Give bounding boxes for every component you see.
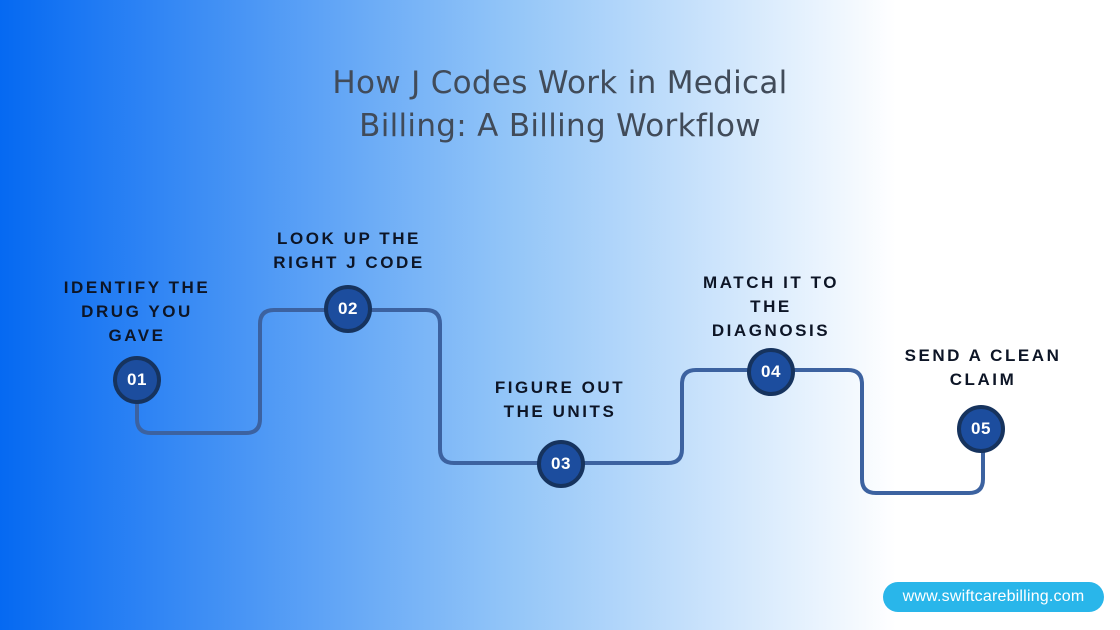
step-5-label-line: CLAIM bbox=[949, 370, 1017, 389]
step-2-label-line: RIGHT J CODE bbox=[273, 253, 425, 272]
website-url: www.swiftcarebilling.com bbox=[902, 588, 1085, 605]
step-1-label-line: DRUG YOU bbox=[81, 302, 193, 321]
step-4-label-line: DIAGNOSIS bbox=[711, 321, 831, 340]
step-3-label-line: FIGURE OUT bbox=[494, 378, 626, 397]
website-badge[interactable]: www.swiftcarebilling.com bbox=[883, 582, 1104, 612]
page-title: How J Codes Work in Medical Billing: A B… bbox=[0, 62, 1120, 148]
step-4-number-badge: 04 bbox=[747, 348, 795, 396]
step-1-number-badge: 01 bbox=[113, 356, 161, 404]
step-4-label-line: THE bbox=[750, 297, 792, 316]
step-4-label-line: MATCH IT TO bbox=[702, 273, 840, 292]
step-2-label: LOOK UP THE RIGHT J CODE bbox=[273, 227, 425, 275]
step-1-label: IDENTIFY THE DRUG YOU GAVE bbox=[64, 276, 210, 348]
step-4-label: MATCH IT TO THE DIAGNOSIS bbox=[703, 271, 839, 343]
step-5-label: SEND A CLEAN CLAIM bbox=[905, 344, 1062, 392]
step-1-number: 01 bbox=[127, 370, 147, 389]
step-1-label-line: IDENTIFY THE bbox=[63, 278, 211, 297]
step-5-label-line: SEND A CLEAN bbox=[904, 346, 1062, 365]
page-title-line-1: How J Codes Work in Medical bbox=[332, 65, 788, 101]
step-1-label-line: GAVE bbox=[108, 326, 166, 345]
step-3-label: FIGURE OUT THE UNITS bbox=[495, 376, 625, 424]
step-5-number-badge: 05 bbox=[957, 405, 1005, 453]
page-title-line-2: Billing: A Billing Workflow bbox=[359, 108, 761, 144]
step-5-number: 05 bbox=[971, 419, 991, 438]
step-2-label-line: LOOK UP THE bbox=[277, 229, 421, 248]
step-2-number: 02 bbox=[338, 299, 358, 318]
step-3-number-badge: 03 bbox=[537, 440, 585, 488]
step-2-number-badge: 02 bbox=[324, 285, 372, 333]
step-3-number: 03 bbox=[551, 454, 571, 473]
step-3-label-line: THE UNITS bbox=[503, 402, 617, 421]
step-4-number: 04 bbox=[761, 362, 781, 381]
